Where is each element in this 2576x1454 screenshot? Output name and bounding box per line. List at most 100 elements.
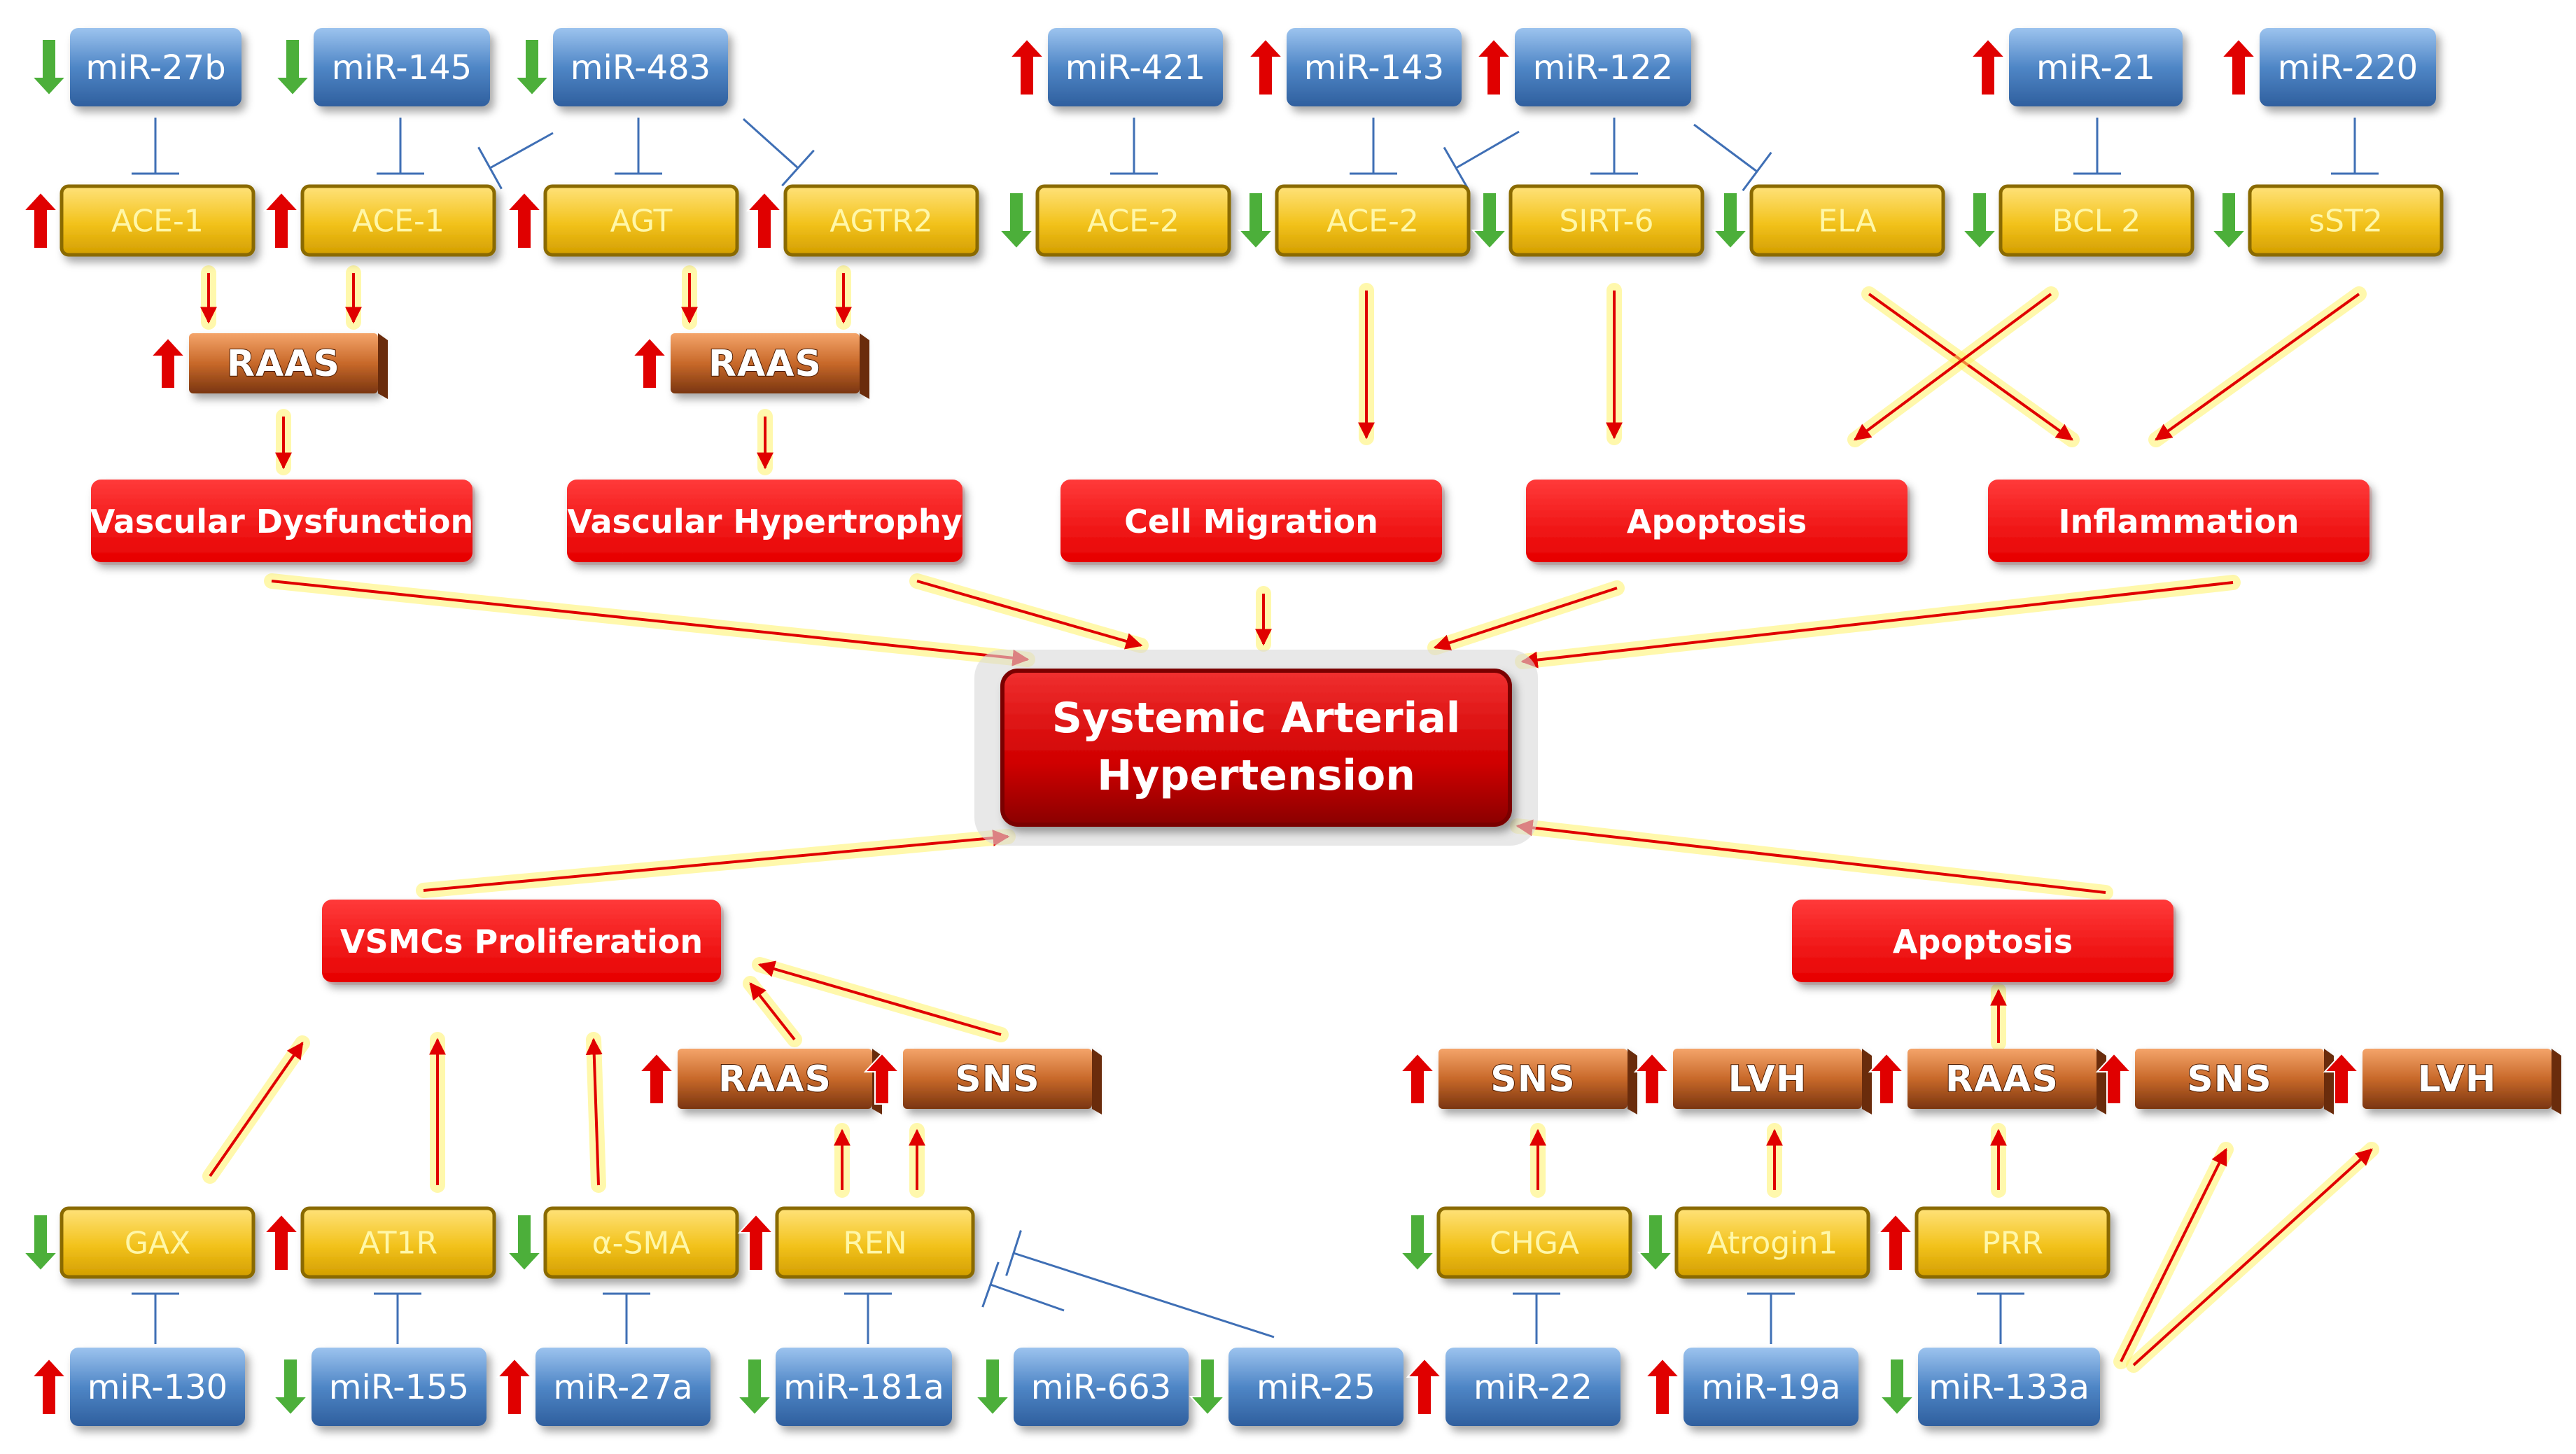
up-regulation-arrow-icon: [2220, 38, 2258, 96]
inhibit-mir145-ace1: [377, 118, 424, 175]
mirna-node-mir-122: miR-122: [1515, 28, 1691, 106]
effect-label: Cell Migration: [1124, 503, 1378, 540]
gene-label: ACE-2: [1326, 204, 1419, 239]
up-regulation-arrow-icon: [149, 337, 187, 389]
center-title-line2: Hypertension: [1097, 751, 1415, 800]
mirna-node-mir-483: miR-483: [553, 28, 728, 106]
effect-node-apoptosis: Apoptosis: [1792, 900, 2176, 985]
inhibit-mir27a-asma: [603, 1292, 650, 1344]
up-regulation-arrow-icon: [1406, 1357, 1443, 1415]
inhibit-mir483-agt: [615, 118, 662, 175]
effect-label: Vascular Hypertrophy: [567, 503, 962, 540]
gene-label: AGT: [610, 204, 673, 239]
mirna-label: miR-663: [1031, 1368, 1171, 1407]
mirna-node-mir-421: miR-421: [1048, 28, 1223, 106]
up-regulation-arrow-icon: [1868, 1052, 1905, 1105]
gene-node-gax: GAX: [59, 1206, 255, 1279]
effect-label: VSMCs Proliferation: [340, 923, 703, 960]
gene-label: sST2: [2309, 204, 2383, 239]
gene-label: Atrogin1: [1707, 1226, 1838, 1261]
inhibit-mir220-sst2: [2331, 118, 2379, 175]
mirna-label: miR-133a: [1928, 1368, 2090, 1407]
gene-node-ace-1: ACE-1: [59, 184, 255, 257]
effect-node-vascular-hypertrophy: Vascular Hypertrophy: [567, 480, 965, 565]
effect-node-inflammation: Inflammation: [1988, 480, 2372, 565]
up-regulation-arrow-icon: [496, 1357, 533, 1415]
system-label: RAAS: [1945, 1058, 2059, 1100]
inhibit-mir133a-prr: [1977, 1292, 2024, 1344]
gene-label: ELA: [1818, 204, 1876, 239]
effect-label: Apoptosis: [1627, 503, 1807, 540]
effect-node-apoptosis: Apoptosis: [1526, 480, 1910, 565]
system-node-lvh: LVH: [1673, 1049, 1872, 1114]
down-regulation-arrow-icon: [2210, 192, 2248, 250]
gene-node-ace-2: ACE-2: [1275, 184, 1471, 257]
arrow-ela-inflammation: [1861, 286, 2080, 447]
mirna-node-mir-25: miR-25: [1228, 1348, 1404, 1426]
mirna-node-mir-19a: miR-19a: [1684, 1348, 1858, 1426]
arrow-vsmc-sah: [416, 829, 1016, 898]
mirna-node-mir-663: miR-663: [1014, 1348, 1189, 1426]
gene-node-prr: PRR: [1914, 1206, 2110, 1279]
inhibit-mir21-bcl2: [2073, 118, 2121, 175]
mirna-label: miR-25: [1256, 1368, 1376, 1407]
mirna-label: miR-483: [570, 48, 710, 88]
gene-node-ren: REN: [775, 1206, 975, 1279]
system-label: SNS: [1490, 1058, 1575, 1100]
gene-label: α-SMA: [592, 1226, 691, 1261]
down-regulation-arrow-icon: [513, 39, 551, 97]
mirna-node-mir-145: miR-145: [314, 28, 490, 106]
inhibit-mir27b-ace1: [132, 118, 179, 175]
up-regulation-arrow-icon: [2323, 1052, 2360, 1105]
system-node-raas: RAAS: [189, 333, 388, 399]
connector-layer: [132, 118, 2379, 1373]
inhibit-mir181a-ren: [844, 1292, 892, 1344]
gene-node-bcl-2: BCL 2: [1998, 184, 2194, 257]
inhibit-mir19a-atrogin1: [1747, 1292, 1795, 1344]
mirna-node-mir-22: miR-22: [1446, 1348, 1620, 1426]
mirna-label: miR-130: [88, 1368, 227, 1407]
mirna-label: miR-220: [2278, 48, 2418, 88]
up-regulation-arrow-icon: [1633, 1052, 1671, 1105]
effect-label: Vascular Dysfunction: [90, 503, 473, 540]
down-regulation-arrow-icon: [997, 192, 1035, 250]
inhibit-mir421-ace2: [1110, 118, 1158, 175]
up-regulation-arrow-icon: [505, 191, 543, 249]
inhibit-mir155-at1r: [374, 1292, 421, 1344]
arrow-inflammation-sah: [1515, 575, 2241, 669]
inhibit-mir22-chga: [1513, 1292, 1560, 1344]
gene-node-sirt-6: SIRT-6: [1508, 184, 1704, 257]
mirna-node-mir-130: miR-130: [70, 1348, 245, 1426]
up-regulation-arrow-icon: [1877, 1213, 1914, 1271]
inhibit-mir483-ace1: [477, 132, 554, 190]
gene-node-ace-1: ACE-1: [300, 184, 496, 257]
up-regulation-arrow-icon: [1969, 38, 2007, 96]
mirna-label: miR-143: [1304, 48, 1444, 88]
down-regulation-arrow-icon: [1961, 192, 1998, 250]
inhibit-mir122-ace2: [1443, 130, 1520, 190]
down-regulation-arrow-icon: [1637, 1214, 1674, 1272]
down-regulation-arrow-icon: [1878, 1358, 1916, 1416]
arrow-mir133a-lvh: [2126, 1142, 2379, 1373]
system-node-lvh: LVH: [2362, 1049, 2561, 1114]
arrow-gax-vsmc: [202, 1035, 310, 1184]
gene-node-agtr2: AGTR2: [783, 184, 979, 257]
gene-node-chga: CHGA: [1436, 1206, 1632, 1279]
mirna-label: miR-145: [332, 48, 472, 88]
system-node-sns: SNS: [2135, 1049, 2334, 1114]
gene-node-at1r: AT1R: [300, 1206, 496, 1279]
gene-label: AGTR2: [830, 204, 932, 239]
inhibit-mir122-sirt6: [1590, 118, 1638, 175]
system-label: RAAS: [708, 343, 822, 385]
up-regulation-arrow-icon: [863, 1052, 901, 1105]
arrow-apoptosis-sah: [1427, 580, 1625, 655]
arrow-vd-sah: [264, 573, 1035, 667]
gene-node-ela: ELA: [1749, 184, 1945, 257]
up-regulation-arrow-icon: [1008, 38, 1046, 96]
system-label: SNS: [2187, 1058, 2272, 1100]
gene-label: SIRT-6: [1560, 204, 1654, 239]
down-regulation-arrow-icon: [274, 39, 312, 97]
